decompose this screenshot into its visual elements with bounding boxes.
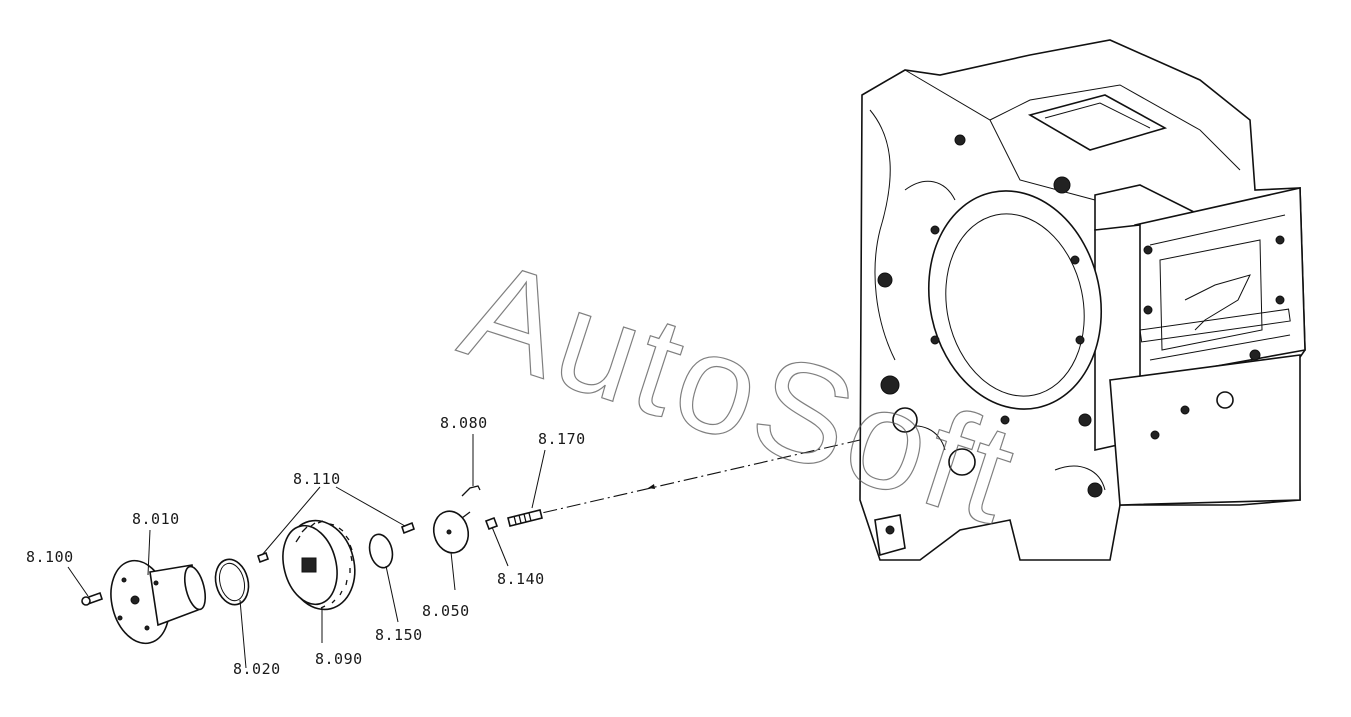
label-8-150: 8.150 <box>375 626 423 644</box>
label-8-080: 8.080 <box>440 414 488 432</box>
part-8-050-plate <box>432 510 471 554</box>
part-8-100-bolt <box>81 591 104 606</box>
part-8-170-stud <box>507 509 543 527</box>
transmission-housing <box>859 39 1306 561</box>
label-8-100: 8.100 <box>26 548 74 566</box>
label-8-020: 8.020 <box>233 660 281 678</box>
assembly-axis-line <box>519 439 861 519</box>
label-8-050: 8.050 <box>422 602 470 620</box>
part-labels: 8.100 8.010 8.020 8.090 8.110 8.150 8.05… <box>26 414 586 678</box>
part-8-020-o-ring <box>214 558 250 606</box>
label-8-170: 8.170 <box>538 430 586 448</box>
housing-bolt-holes <box>877 134 1285 535</box>
part-8-150-ring <box>368 533 394 569</box>
label-8-140: 8.140 <box>497 570 545 588</box>
axis-arrow-icon <box>648 484 655 489</box>
part-8-010-flange-hub <box>110 559 207 645</box>
label-8-090: 8.090 <box>315 650 363 668</box>
part-8-090-gear <box>282 519 356 611</box>
part-8-080-clip <box>461 485 481 497</box>
part-8-140-nut <box>484 516 499 531</box>
label-8-110: 8.110 <box>293 470 341 488</box>
leader-lines <box>67 434 546 669</box>
label-8-010: 8.010 <box>132 510 180 528</box>
part-8-110-pins <box>256 521 415 564</box>
